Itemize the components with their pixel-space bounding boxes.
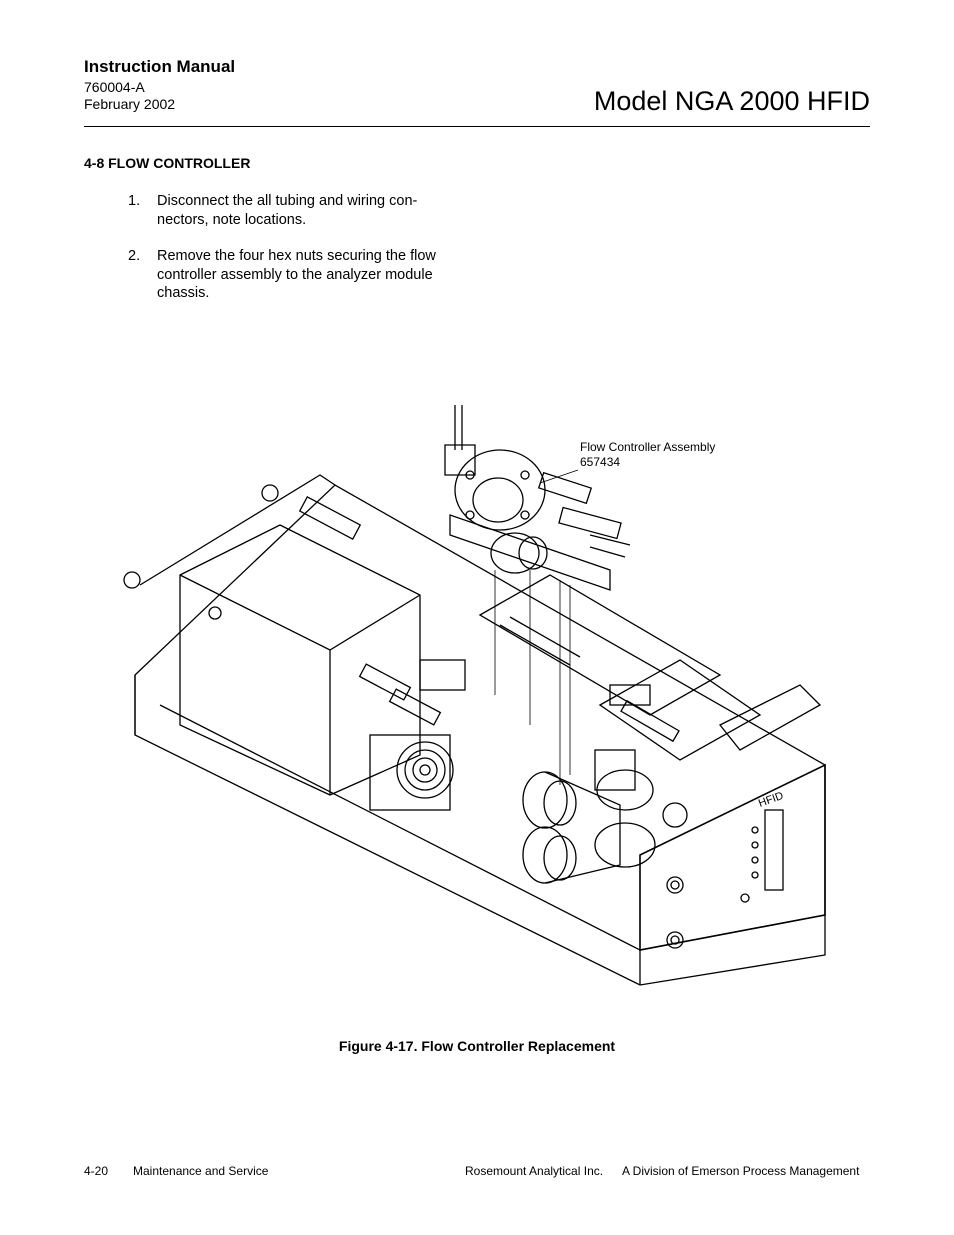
- section-heading: 4-8 FLOW CONTROLLER: [84, 155, 251, 171]
- step-number: 1.: [128, 193, 141, 209]
- page-number: 4-20: [84, 1164, 109, 1178]
- footer-division: A Division of Emerson Process Management: [622, 1164, 860, 1178]
- callout-part-number: 657434: [580, 455, 621, 469]
- step-item: 1. Disconnect the all tubing and wiring …: [128, 192, 448, 229]
- footer-company: Rosemount Analytical Inc.: [465, 1164, 604, 1178]
- flow-controller-callout: Flow Controller Assembly 657434: [580, 440, 715, 470]
- figure-caption: Figure 4-17. Flow Controller Replacement: [338, 1038, 616, 1054]
- doc-date: February 2002: [84, 96, 176, 112]
- footer-chapter: Maintenance and Service: [133, 1164, 269, 1178]
- doc-number: 760004-A: [84, 79, 145, 95]
- step-item: 2. Remove the four hex nuts securing the…: [128, 247, 448, 303]
- step-text: Disconnect the all tubing and wiring con…: [157, 193, 418, 228]
- model-title: Model NGA 2000 HFID: [593, 86, 870, 116]
- step-text: Remove the four hex nuts securing the fl…: [157, 248, 436, 301]
- callout-label: Flow Controller Assembly: [580, 440, 716, 454]
- flow-controller-drawing: HFID: [123, 405, 826, 986]
- step-list: 1. Disconnect the all tubing and wiring …: [128, 192, 448, 321]
- header-rule: [84, 126, 870, 127]
- step-number: 2.: [128, 248, 141, 264]
- panel-label: HFID: [757, 790, 785, 810]
- manual-title: Instruction Manual: [84, 57, 236, 76]
